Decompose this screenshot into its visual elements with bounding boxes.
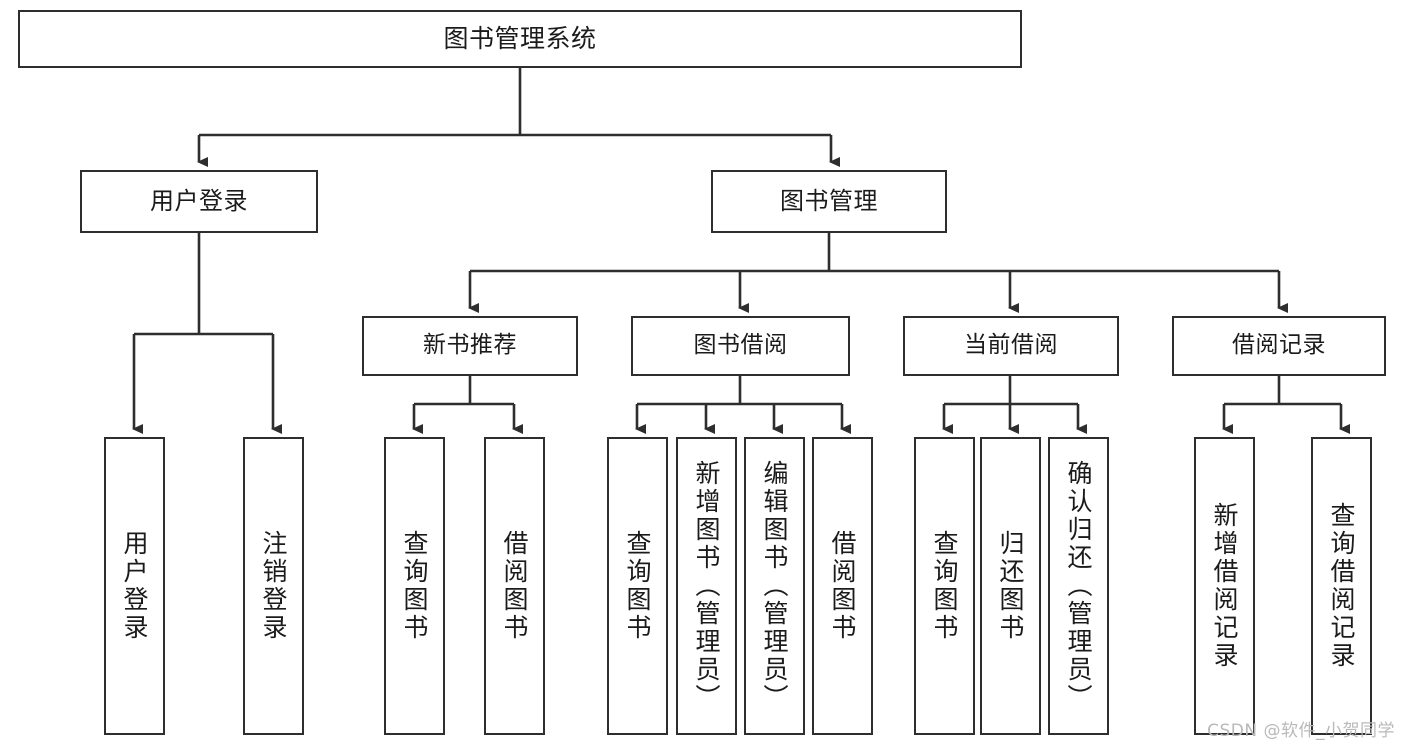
- node-new-book-recommend[interactable]: 新书推荐: [362, 316, 578, 376]
- node-user-login[interactable]: 用户登录: [80, 170, 318, 233]
- leaf-inner: 借阅图书: [486, 439, 543, 733]
- leaf-label: 注销登录: [259, 530, 288, 642]
- leaf-label: 用户登录: [120, 530, 149, 642]
- leaf-borrow-record-add[interactable]: 新增借阅记录: [1194, 437, 1255, 735]
- leaf-book-borrow-edit[interactable]: 编辑图书（管理员）: [744, 437, 805, 735]
- node-label: 图书管理系统: [443, 24, 597, 54]
- leaf-current-borrow-confirm-return[interactable]: 确认归还（管理员）: [1048, 437, 1109, 735]
- node-current-borrow[interactable]: 当前借阅: [903, 316, 1119, 376]
- leaf-label: 查询借阅记录: [1327, 502, 1356, 670]
- leaf-inner: 查询图书: [386, 439, 443, 733]
- leaf-book-borrow-query[interactable]: 查询图书: [607, 437, 668, 735]
- node-label: 当前借阅: [964, 332, 1058, 359]
- leaf-inner: 查询借阅记录: [1313, 439, 1370, 733]
- leaf-label: 查询图书: [623, 530, 652, 642]
- leaf-borrow-record-query[interactable]: 查询借阅记录: [1311, 437, 1372, 735]
- leaf-current-borrow-query[interactable]: 查询图书: [914, 437, 975, 735]
- leaf-label: 新增借阅记录: [1210, 502, 1239, 670]
- leaf-inner: 确认归还（管理员）: [1050, 439, 1107, 733]
- leaf-inner: 归还图书: [982, 439, 1039, 733]
- leaf-new-book-query[interactable]: 查询图书: [384, 437, 445, 735]
- leaf-inner: 编辑图书（管理员）: [746, 439, 803, 733]
- node-label: 图书借阅: [693, 332, 788, 359]
- leaf-label: 查询图书: [400, 530, 429, 642]
- node-label: 借阅记录: [1232, 332, 1326, 359]
- node-label: 用户登录: [150, 187, 248, 216]
- leaf-inner: 查询图书: [609, 439, 666, 733]
- leaf-label: 查询图书: [930, 530, 959, 642]
- leaf-user-login-login[interactable]: 用户登录: [104, 437, 165, 735]
- node-book-borrow[interactable]: 图书借阅: [631, 316, 850, 376]
- leaf-label: 借阅图书: [828, 530, 857, 642]
- leaf-current-borrow-return[interactable]: 归还图书: [980, 437, 1041, 735]
- leaf-book-borrow-borrow[interactable]: 借阅图书: [812, 437, 873, 735]
- leaf-user-login-logout[interactable]: 注销登录: [243, 437, 304, 735]
- leaf-inner: 注销登录: [245, 439, 302, 733]
- leaf-label: 编辑图书（管理员）: [760, 460, 789, 712]
- leaf-inner: 查询图书: [916, 439, 973, 733]
- node-root-book-management-system[interactable]: 图书管理系统: [18, 10, 1022, 68]
- node-label: 新书推荐: [423, 332, 517, 359]
- node-borrow-record[interactable]: 借阅记录: [1172, 316, 1386, 376]
- leaf-inner: 借阅图书: [814, 439, 871, 733]
- leaf-book-borrow-add[interactable]: 新增图书（管理员）: [676, 437, 737, 735]
- leaf-label: 归还图书: [996, 530, 1025, 642]
- leaf-label: 确认归还（管理员）: [1064, 460, 1093, 712]
- node-book-management[interactable]: 图书管理: [711, 170, 947, 233]
- node-label: 图书管理: [780, 187, 878, 216]
- leaf-inner: 新增借阅记录: [1196, 439, 1253, 733]
- leaf-inner: 新增图书（管理员）: [678, 439, 735, 733]
- leaf-new-book-borrow[interactable]: 借阅图书: [484, 437, 545, 735]
- leaf-inner: 用户登录: [106, 439, 163, 733]
- leaf-label: 新增图书（管理员）: [692, 460, 721, 712]
- leaf-label: 借阅图书: [500, 530, 529, 642]
